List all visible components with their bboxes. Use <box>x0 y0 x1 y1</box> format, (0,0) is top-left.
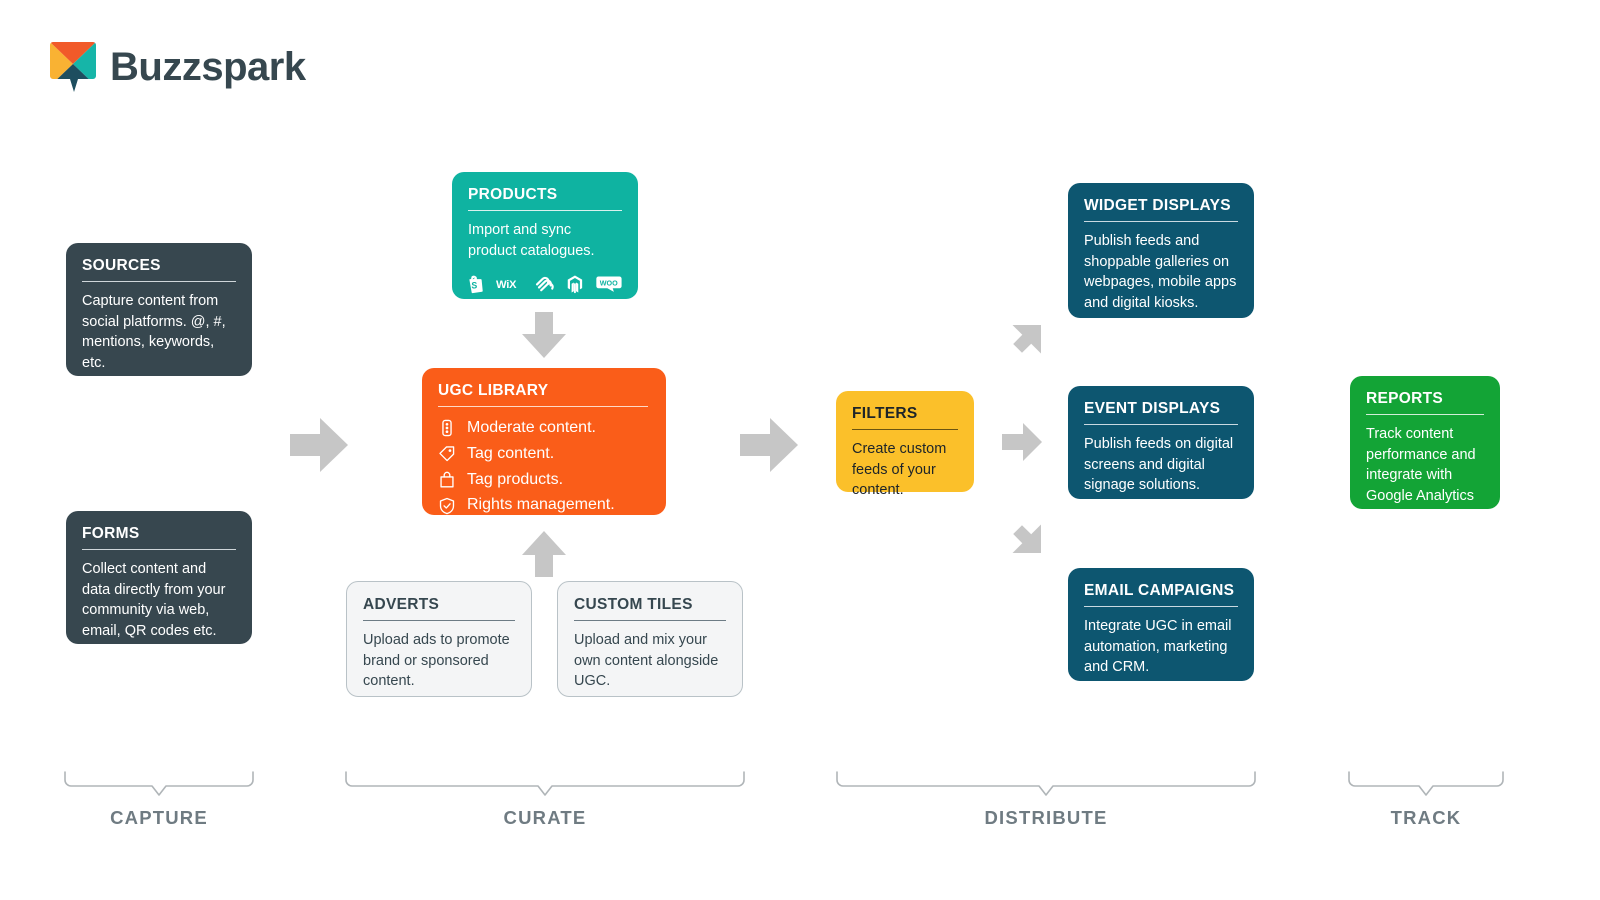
shopify-icon: S <box>469 275 483 294</box>
phase-distribute-label: DISTRIBUTE <box>984 807 1108 828</box>
ugc-feature-rights-label: Rights management. <box>467 496 615 514</box>
ugc-feature-moderate: Moderate content. <box>438 416 648 441</box>
card-forms[interactable]: FORMS Collect content and data directly … <box>66 511 252 644</box>
card-adverts-title: ADVERTS <box>363 596 515 622</box>
squarespace-icon <box>535 276 554 292</box>
brand-logo[interactable]: Buzzspark <box>50 42 306 92</box>
phase-capture: CAPTURE <box>64 771 254 829</box>
moderate-icon <box>442 420 452 437</box>
card-sources-title: SOURCES <box>82 257 236 283</box>
arrow-filters-to-event <box>1002 423 1042 461</box>
card-reports[interactable]: REPORTS Track content performance and in… <box>1350 376 1500 509</box>
card-email-campaigns[interactable]: EMAIL CAMPAIGNS Integrate UGC in email a… <box>1068 568 1254 681</box>
card-custom-tiles[interactable]: CUSTOM TILES Upload and mix your own con… <box>557 581 743 697</box>
card-products-title: PRODUCTS <box>468 186 622 212</box>
arrow-curate-to-distribute <box>740 418 798 472</box>
card-filters-body: Create custom feeds of your content. <box>852 441 947 499</box>
phase-track: TRACK <box>1348 771 1504 829</box>
svg-text:WOO: WOO <box>600 279 618 288</box>
card-filters[interactable]: FILTERS Create custom feeds of your cont… <box>836 391 974 498</box>
phase-distribute: DISTRIBUTE <box>836 771 1256 829</box>
card-event-displays-title: EVENT DISPLAYS <box>1084 400 1238 426</box>
ugc-feature-list: Moderate content. Tag content. Tag produ… <box>438 416 648 518</box>
brand-name: Buzzspark <box>110 45 306 89</box>
arrow-extras-to-library <box>522 531 566 577</box>
ugc-feature-tag-products: Tag products. <box>438 468 648 493</box>
ugc-feature-tag-content: Tag content. <box>438 442 648 467</box>
magento-icon <box>567 275 583 294</box>
card-forms-title: FORMS <box>82 525 236 551</box>
buzzspark-logo-icon <box>50 42 96 92</box>
card-ugc-library[interactable]: UGC LIBRARY Moderate content. Tag conten… <box>422 368 666 515</box>
bag-icon <box>440 471 454 488</box>
card-reports-body: Track content performance and integrate … <box>1366 426 1476 504</box>
phase-capture-label: CAPTURE <box>110 807 208 828</box>
card-email-campaigns-title: EMAIL CAMPAIGNS <box>1084 582 1238 608</box>
svg-text:S: S <box>471 281 477 291</box>
card-widget-displays[interactable]: WIDGET DISPLAYS Publish feeds and shoppa… <box>1068 183 1254 318</box>
ugc-feature-moderate-label: Moderate content. <box>467 419 596 437</box>
shield-check-icon <box>439 497 455 515</box>
phase-track-label: TRACK <box>1390 807 1462 828</box>
card-email-campaigns-body: Integrate UGC in email automation, marke… <box>1084 618 1232 676</box>
card-products-body: Import and sync product catalogues. <box>468 222 595 259</box>
card-sources[interactable]: SOURCES Capture content from social plat… <box>66 243 252 376</box>
card-widget-displays-title: WIDGET DISPLAYS <box>1084 197 1238 223</box>
card-forms-body: Collect content and data directly from y… <box>82 561 226 639</box>
card-filters-title: FILTERS <box>852 405 958 431</box>
arrow-capture-to-curate <box>290 418 348 472</box>
card-adverts-body: Upload ads to promote brand or sponsored… <box>363 632 510 690</box>
card-custom-tiles-body: Upload and mix your own content alongsid… <box>574 632 719 690</box>
ugc-feature-tag-content-label: Tag content. <box>467 444 555 462</box>
tag-icon <box>439 446 455 462</box>
card-adverts[interactable]: ADVERTS Upload ads to promote brand or s… <box>346 581 532 697</box>
ugc-feature-tag-products-label: Tag products. <box>467 470 564 488</box>
woocommerce-icon: WOO <box>596 276 622 293</box>
arrow-filters-to-widget <box>1001 325 1041 365</box>
product-platform-logos: S WiX <box>468 273 622 295</box>
card-widget-displays-body: Publish feeds and shoppable galleries on… <box>1084 233 1237 311</box>
card-custom-tiles-title: CUSTOM TILES <box>574 596 726 622</box>
svg-text:WiX: WiX <box>496 279 517 291</box>
card-event-displays[interactable]: EVENT DISPLAYS Publish feeds on digital … <box>1068 386 1254 499</box>
card-sources-body: Capture content from social platforms. @… <box>82 293 226 371</box>
card-ugc-library-title: UGC LIBRARY <box>438 382 648 408</box>
ugc-feature-rights: Rights management. <box>438 493 648 518</box>
card-reports-title: REPORTS <box>1366 390 1484 416</box>
card-products[interactable]: PRODUCTS Import and sync product catalog… <box>452 172 638 299</box>
card-event-displays-body: Publish feeds on digital screens and dig… <box>1084 436 1234 494</box>
arrow-products-to-library <box>522 312 566 358</box>
arrow-filters-to-email <box>1001 513 1041 553</box>
phase-curate: CURATE <box>345 771 745 829</box>
wix-icon: WiX <box>496 279 517 291</box>
phase-curate-label: CURATE <box>503 807 587 828</box>
